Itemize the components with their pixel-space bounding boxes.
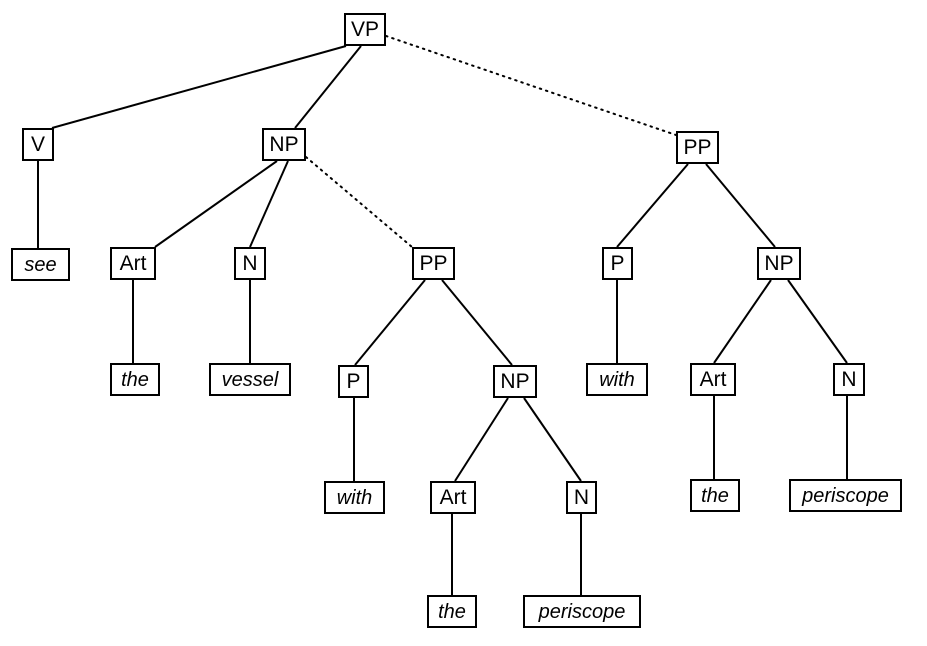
tree-edge-pp_mid-to-p_mid <box>354 279 426 366</box>
tree-node-v: V <box>22 128 54 161</box>
tree-edge-np_right-to-art_right <box>713 279 772 364</box>
tree-node-art1: Art <box>110 247 156 280</box>
tree-edge-vp-to-pp_right <box>385 35 677 136</box>
tree-edge-vp-to-v <box>51 45 347 129</box>
tree-edge-pp_right-to-np_right <box>705 163 776 248</box>
tree-node-the_right: the <box>690 479 740 512</box>
tree-edge-np1-to-n1 <box>249 160 289 248</box>
tree-node-vp: VP <box>344 13 386 46</box>
tree-node-periscope_right: periscope <box>789 479 902 512</box>
tree-edge-np1-to-pp_mid <box>305 156 413 248</box>
tree-node-n_mid: N <box>566 481 597 514</box>
tree-node-n_right: N <box>833 363 865 396</box>
tree-edge-pp_mid-to-np_mid <box>441 279 513 366</box>
tree-edge-np_mid-to-n_mid <box>523 397 582 482</box>
tree-node-np_right: NP <box>757 247 801 280</box>
tree-node-with_mid: with <box>324 481 385 514</box>
tree-node-art_mid: Art <box>430 481 476 514</box>
tree-node-p_right: P <box>602 247 633 280</box>
tree-node-pp_right: PP <box>676 131 719 164</box>
tree-node-pp_mid: PP <box>412 247 455 280</box>
tree-node-the_mid: the <box>427 595 477 628</box>
tree-node-see: see <box>11 248 70 281</box>
tree-edge-pp_right-to-p_right <box>616 163 689 248</box>
tree-node-art_right: Art <box>690 363 736 396</box>
tree-edge-np1-to-art1 <box>154 160 278 248</box>
tree-node-np_mid: NP <box>493 365 537 398</box>
tree-node-the1: the <box>110 363 160 396</box>
tree-node-with_right: with <box>586 363 648 396</box>
tree-node-periscope_mid: periscope <box>523 595 641 628</box>
tree-edge-np_mid-to-art_mid <box>454 397 509 482</box>
tree-node-np1: NP <box>262 128 306 161</box>
tree-node-n1: N <box>234 247 266 280</box>
tree-node-p_mid: P <box>338 365 369 398</box>
tree-edge-vp-to-np1 <box>294 45 362 129</box>
tree-node-vessel: vessel <box>209 363 291 396</box>
tree-edge-np_right-to-n_right <box>787 279 848 364</box>
